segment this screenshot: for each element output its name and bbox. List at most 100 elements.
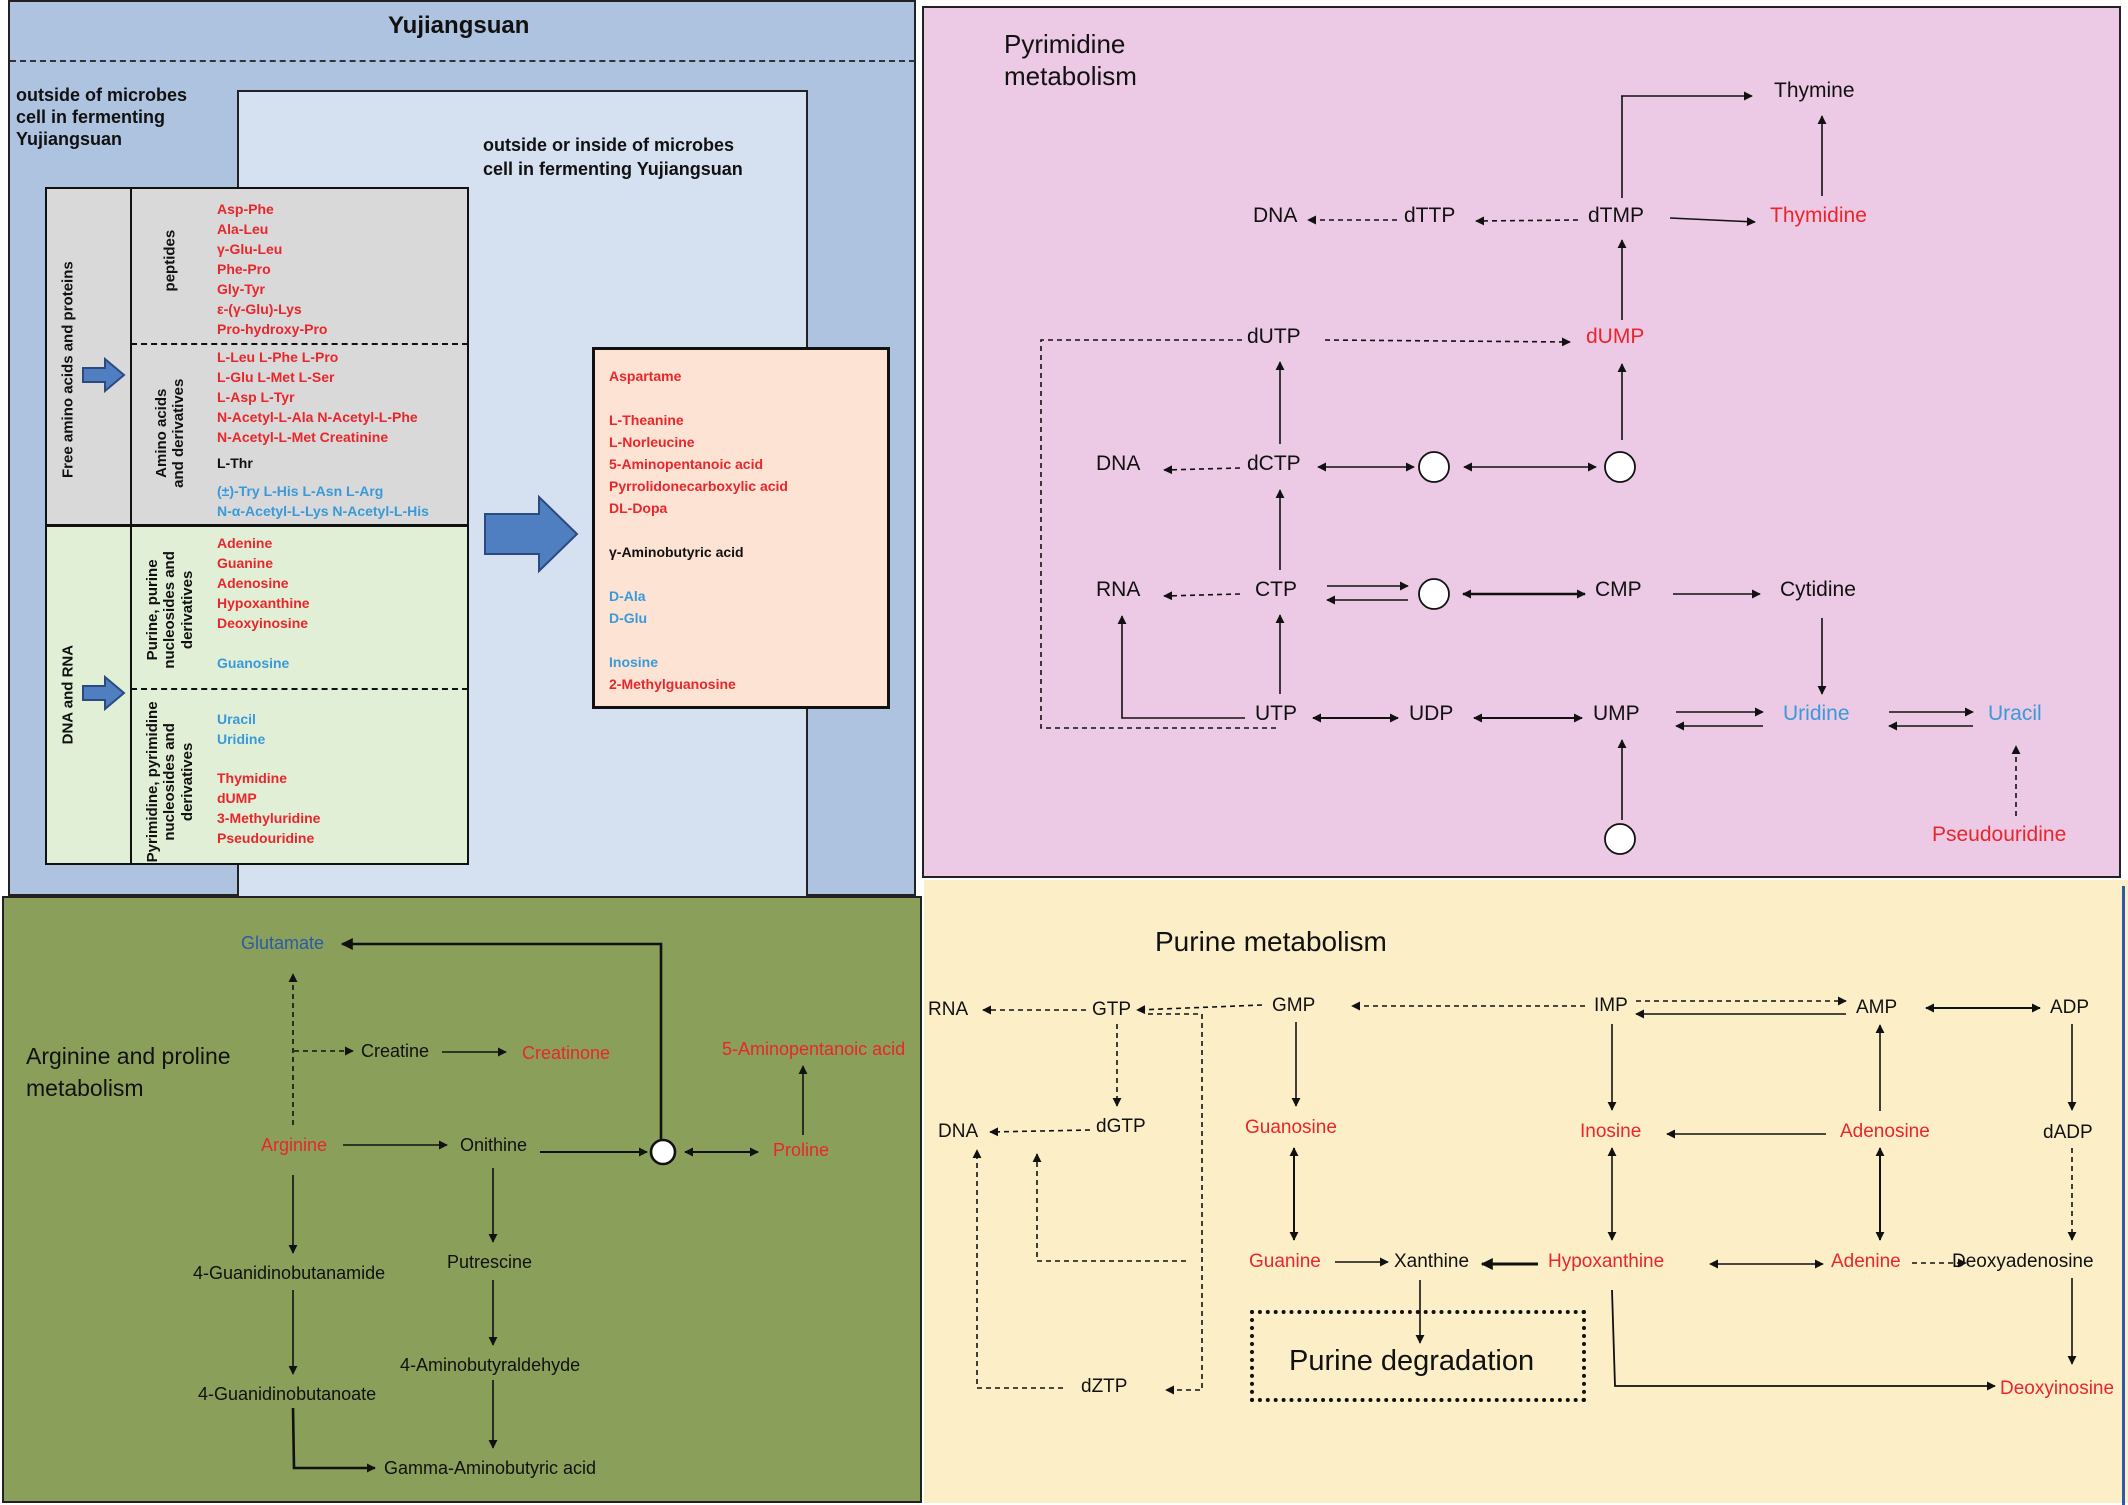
node-ump: UMP [1593,702,1640,725]
node-dutp: dUTP [1247,325,1301,348]
result-red-item-1: L-Norleucine [609,434,695,450]
node-5-aminopentanoic: 5-Aminopentanoic acid [722,1039,906,1059]
node-adenosine: Adenosine [1840,1121,1930,1142]
amino-red-item-2: L-Asp L-Tyr [217,389,295,405]
node-onithine: Onithine [460,1135,528,1155]
purine-red-item-0: Adenine [217,535,273,551]
pyr-circle-1 [1418,451,1450,483]
purine-red-item-4: Deoxyinosine [217,615,309,631]
amino-red-item-3: N-Acetyl-L-Ala N-Acetyl-L-Phe [217,409,418,425]
amino-black-item: L-Thr [217,455,253,471]
amino-blue-item-1: N-α-Acetyl-L-Lys N-Acetyl-L-His [217,503,429,519]
node-creatinone: Creatinone [522,1043,611,1063]
arginine-panel [2,896,922,1503]
peptide-item-0: Asp-Phe [217,201,274,217]
node-dna-p: DNA [938,1121,979,1142]
node-ctp: CTP [1255,578,1297,601]
pyr-red-item-0: Thymidine [217,770,288,786]
arginine-edges [288,938,808,1473]
result-red-item-4: DL-Dopa [609,500,668,516]
block-arrows [82,356,579,712]
pyr-blue-item-1: Uridine [217,731,266,747]
pyrimidine-circles [1418,451,1636,855]
pyr-red-item-1: dUMP [217,790,257,806]
purine-divider [131,688,468,690]
node-rna: RNA [1096,578,1141,601]
node-thymine: Thymine [1774,79,1855,102]
node-guanine: Guanine [1249,1251,1321,1272]
amino-red-item-0: L-Leu L-Phe L-Pro [217,349,339,365]
purine-title: Purine metabolism [1155,926,1387,957]
pyr-red-item-3: Pseudouridine [217,830,315,846]
node-inosine: Inosine [1580,1121,1642,1142]
pyr-blue-item-0: Uracil [217,711,256,727]
result-red-item-0: L-Theanine [609,412,684,428]
node-amp: AMP [1856,997,1898,1018]
node-imp: IMP [1594,995,1628,1016]
amino-blue-item-0: (±)-Try L-His L-Asn L-Arg [217,483,384,499]
result-blue-item-0: D-Ala [609,588,646,604]
outside-label: outside of microbes cell in fermenting Y… [16,85,188,149]
node-uracil: Uracil [1988,702,2042,725]
inside-label: outside or inside of microbes cell in fe… [483,135,743,179]
pyr-red-item-2: 3-Methyluridine [217,810,321,826]
node-4-aminobutyraldehyde: 4-Aminobutyraldehyde [400,1355,581,1375]
node-rna-p: RNA [928,999,969,1020]
node-cytidine: Cytidine [1780,578,1856,601]
arrow-big [484,494,579,574]
node-deoxyinosine: Deoxyinosine [2000,1378,2115,1399]
node-utp: UTP [1255,702,1297,725]
node-cmp: CMP [1595,578,1642,601]
purine-degradation-box [1250,1310,1586,1402]
result-item-gaba: γ-Aminobutyric acid [609,544,744,560]
purine-red-item-1: Guanine [217,555,274,571]
peptide-item-2: γ-Glu-Leu [217,241,283,257]
node-dztp: dZTP [1081,1376,1128,1397]
pyr-circle-2 [1604,451,1636,483]
node-proline: Proline [773,1140,830,1160]
peptide-item-3: Phe-Pro [217,261,271,277]
result-blue-item-1: D-Glu [609,610,648,626]
arg-circle [649,1138,677,1166]
pyrimidine-edges [1040,91,2021,820]
result-red-item-3: Pyrrolidonecarboxylic acid [609,478,788,494]
purine-red-item-2: Adenosine [217,575,289,591]
node-gtp: GTP [1092,999,1132,1020]
node-uridine: Uridine [1783,702,1850,725]
pyrimidine-panel [922,6,2121,878]
node-dttp: dTTP [1404,204,1456,227]
node-arginine: Arginine [261,1135,328,1155]
node-guanosine: Guanosine [1245,1117,1337,1138]
node-gmp: GMP [1272,995,1316,1016]
arginine-title: Arginine and proline metabolism [26,1043,231,1101]
node-xanthine: Xanthine [1394,1251,1470,1272]
arrow-protein-small [82,356,126,394]
node-dadp: dADP [2043,1122,2093,1143]
node-glutamate: Glutamate [241,933,325,953]
purine-blue-item: Guanosine [217,655,290,671]
peptide-item-4: Gly-Tyr [217,281,265,297]
node-4-guanidinobutanamide: 4-Guanidinobutanamide [193,1263,386,1283]
node-hypoxanthine: Hypoxanthine [1548,1251,1665,1272]
node-gaba: Gamma-Aminobutyric acid [384,1458,597,1478]
node-dump: dUMP [1586,325,1645,348]
pyrimidine-title: Pyrimidine metabolism [1004,29,1137,91]
purine-degradation-label: Purine degradation [1289,1345,1535,1377]
node-dctp: dCTP [1247,452,1301,475]
node-4-guanidinobutanoate: 4-Guanidinobutanoate [198,1384,377,1404]
peptide-item-1: Ala-Leu [217,221,269,237]
pyr-circle-3 [1418,578,1450,610]
result-item-inosine: Inosine [609,654,659,670]
arrow-dna-small [82,674,126,712]
pyr-circle-4 [1604,823,1636,855]
purine-red-item-3: Hypoxanthine [217,595,310,611]
node-dna-1: DNA [1253,204,1298,227]
node-adp: ADP [2050,997,2090,1018]
result-item-aspartame: Aspartame [609,368,682,384]
title-divider [10,60,915,62]
